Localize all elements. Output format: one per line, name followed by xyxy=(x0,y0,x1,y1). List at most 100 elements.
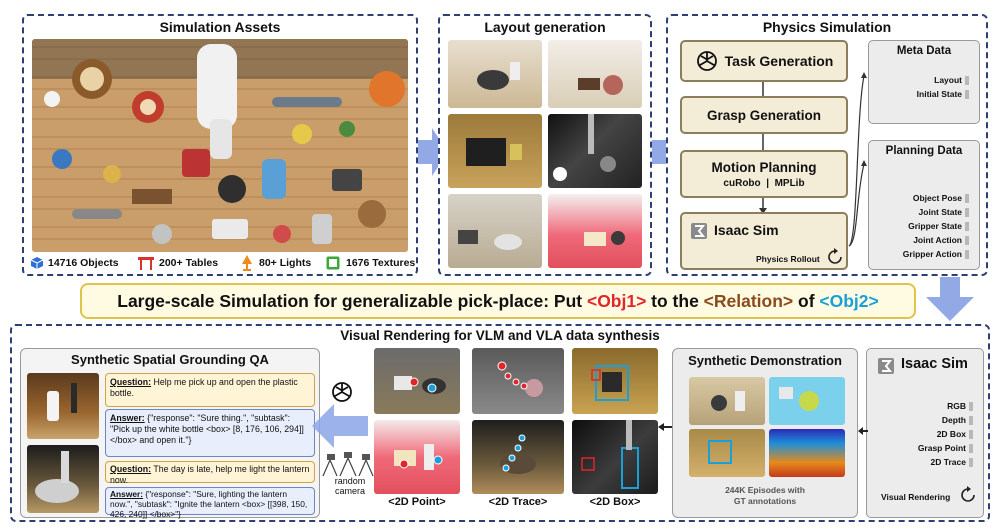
demo-segmentation-image xyxy=(769,377,845,425)
openai-logo-icon xyxy=(695,49,719,73)
demo-rgb-image xyxy=(689,377,765,425)
layout-image-2 xyxy=(548,40,642,108)
layout-image-3 xyxy=(448,114,542,188)
render-item-2d-trace: 2D Trace xyxy=(931,457,973,467)
planning-item-gripper-state: Gripper State xyxy=(908,221,969,231)
physics-simulation-title: Physics Simulation xyxy=(762,19,892,35)
point-image-top xyxy=(374,348,460,414)
render-item-rgb: RGB xyxy=(947,401,973,411)
meta-item-layout: Layout xyxy=(934,75,969,85)
box-image-bottom xyxy=(572,420,658,494)
meta-data-box: Meta Data Layout Initial State xyxy=(868,40,980,124)
answer-1-label: Answer: xyxy=(110,413,145,423)
synthetic-demonstration-panel: Synthetic Demonstration 244K Episodes wi… xyxy=(672,348,858,518)
layout-generation-panel: Layout generation xyxy=(438,14,652,276)
answer-2-label: Answer: xyxy=(110,489,144,499)
motion-planning-label: Motion Planning xyxy=(711,159,817,175)
box-image-top xyxy=(572,348,658,414)
simulation-assets-title: Simulation Assets xyxy=(159,19,281,35)
trace-image-top xyxy=(472,348,564,414)
isaac-sim-physics-box: Isaac Sim Physics Rollout xyxy=(680,212,848,270)
demo-depth-image xyxy=(769,429,845,477)
mplib-label: MPLib xyxy=(774,177,805,189)
isaac-sim-logo-icon xyxy=(690,222,708,240)
caption-2d-box: <2D Box> xyxy=(589,496,641,508)
isaac-sim-render-title: Isaac Sim xyxy=(901,356,968,372)
arrow-to-qa xyxy=(312,404,368,448)
meta-data-title: Meta Data xyxy=(896,45,952,57)
trace-image-bottom xyxy=(472,420,564,494)
arrow-isaac-to-demo xyxy=(858,427,868,435)
layout-image-1 xyxy=(448,40,542,108)
question-2-box: Question: The day is late, help me light… xyxy=(105,461,315,485)
planning-item-joint-state: Joint State xyxy=(919,207,969,217)
openai-logo-render-icon xyxy=(330,380,354,404)
layout-generation-title: Layout generation xyxy=(484,19,606,35)
task-generation-label: Task Generation xyxy=(724,53,834,69)
assets-collage-svg xyxy=(32,39,408,252)
motion-planning-libraries: cuRobo | MPLib xyxy=(723,178,804,189)
cube-icon xyxy=(30,256,44,270)
planning-item-joint-action: Joint Action xyxy=(913,235,969,245)
answer-2-text: {"response": "Sure, lighting the lantern… xyxy=(110,489,308,519)
qa-title: Synthetic Spatial Grounding QA xyxy=(71,352,269,367)
caption-2d-trace: <2D Trace> xyxy=(488,496,548,508)
banner-obj1: <Obj1> xyxy=(586,290,647,311)
qa-image-lantern xyxy=(27,445,99,513)
planning-data-box: Planning Data Object Pose Joint State Gr… xyxy=(868,140,980,270)
answer-1-text: {"response": "Sure thing.", "subtask": "… xyxy=(110,413,304,445)
planning-item-object-pose: Object Pose xyxy=(913,193,969,203)
motion-planning-box: Motion Planning cuRobo | MPLib xyxy=(680,150,848,198)
synthetic-demonstration-title: Synthetic Demonstration xyxy=(688,353,842,368)
isaac-sim-render-logo-icon xyxy=(877,357,895,375)
layout-image-5 xyxy=(448,194,542,268)
render-item-2d-box: 2D Box xyxy=(937,429,973,439)
arrow-physics-to-rendering xyxy=(926,277,974,321)
demo-note-line1: 244K Episodes with xyxy=(725,485,805,495)
banner-mid2: of xyxy=(793,290,820,311)
legend-objects: 14716 Objects xyxy=(48,257,119,269)
question-2-text: The day is late, help me light the lante… xyxy=(110,464,310,485)
answer-2-box: Answer: {"response": "Sure, lighting the… xyxy=(105,487,315,519)
visual-rendering-panel: Visual Rendering for VLM and VLA data sy… xyxy=(10,324,990,522)
physics-simulation-panel: Physics Simulation Task Generation Grasp… xyxy=(666,14,988,276)
physics-rollout-label: Physics Rollout xyxy=(756,254,820,264)
pipeline-connectors xyxy=(759,72,867,247)
banner-mid1: to the xyxy=(646,290,704,311)
question-1-text: Help me pick up and open the plastic bot… xyxy=(110,377,298,398)
visual-rendering-title: Visual Rendering for VLM and VLA data sy… xyxy=(340,328,660,343)
task-generation-box: Task Generation xyxy=(680,40,848,82)
random-camera-label: random camera xyxy=(334,476,366,496)
question-2-label: Question: xyxy=(110,464,152,474)
isaac-sim-physics-label: Isaac Sim xyxy=(714,222,779,238)
question-1-label: Question: xyxy=(110,377,152,387)
render-item-grasp-point: Grasp Point xyxy=(918,443,973,453)
layout-image-6 xyxy=(548,194,642,268)
demo-box-image xyxy=(689,429,765,477)
legend-lights: 80+ Lights xyxy=(259,257,312,269)
curobo-label: cuRobo xyxy=(723,177,761,189)
banner-prefix: Large-scale Simulation for generalizable… xyxy=(117,290,587,311)
demo-note-line2: GT annotations xyxy=(733,496,797,506)
caption-2d-point: <2D Point> xyxy=(388,496,446,508)
legend-textures: 1676 Textures xyxy=(346,257,416,269)
texture-icon xyxy=(326,256,340,270)
random-camera-icon xyxy=(318,448,378,478)
lamp-icon xyxy=(240,255,254,271)
motion-separator: | xyxy=(766,177,770,189)
banner-obj2: <Obj2> xyxy=(819,290,879,311)
visual-rendering-label: Visual Rendering xyxy=(881,492,951,502)
question-1-box: Question: Help me pick up and open the p… xyxy=(105,373,315,407)
rollout-cycle-icon xyxy=(826,248,844,266)
legend-tables: 200+ Tables xyxy=(159,257,219,269)
render-cycle-icon xyxy=(959,486,977,504)
point-image-bottom xyxy=(374,420,460,494)
assets-legend: 14716 Objects 200+ Tables 80+ Lights 167… xyxy=(30,255,416,273)
isaac-sim-render-panel: Isaac Sim RGB Depth 2D Box Grasp Point 2… xyxy=(866,348,984,518)
render-item-depth: Depth xyxy=(942,415,973,425)
arrow-assets-to-layout xyxy=(418,128,448,176)
planning-item-gripper-action: Gripper Action xyxy=(903,249,969,259)
assets-collage-image xyxy=(32,39,408,252)
spatial-grounding-qa-panel: Synthetic Spatial Grounding QA Question:… xyxy=(20,348,320,519)
task-banner: Large-scale Simulation for generalizable… xyxy=(80,283,916,319)
